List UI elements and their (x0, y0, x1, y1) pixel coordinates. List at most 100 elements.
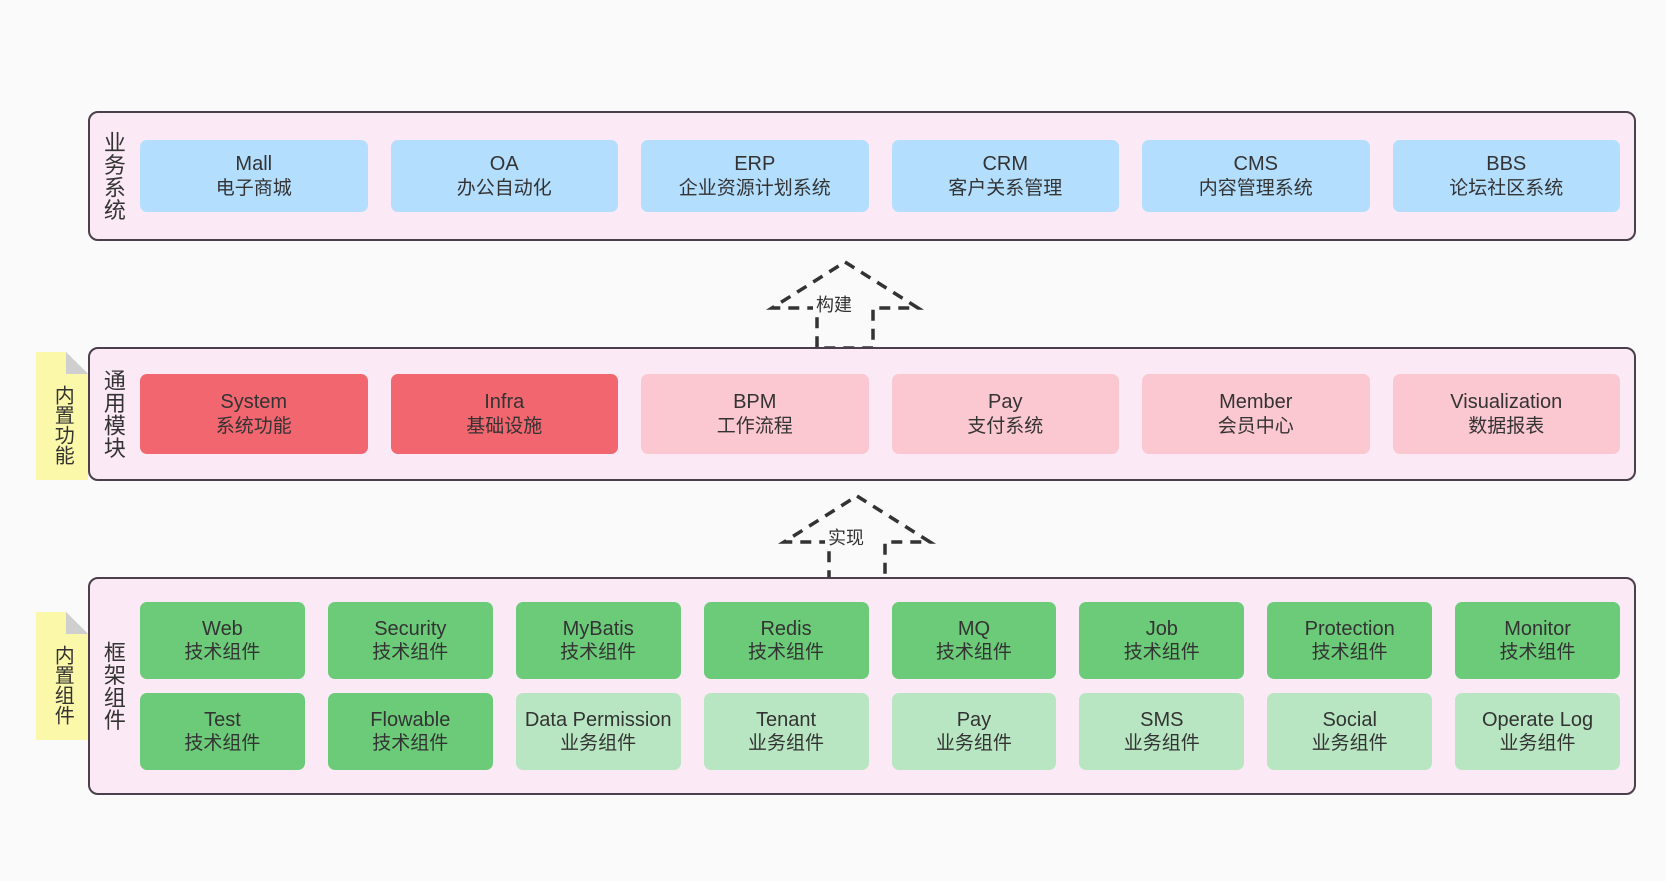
module-title: CRM (982, 153, 1029, 176)
module-subtitle: 工作流程 (716, 415, 793, 437)
module-subtitle: 电子商城 (215, 177, 292, 199)
module-subtitle: 业务组件 (1123, 733, 1200, 755)
module-title: BPM (733, 391, 777, 414)
module-subtitle: 技术组件 (184, 642, 261, 664)
module-title: Operate Log (1481, 708, 1594, 731)
module-subtitle: 支付系统 (967, 415, 1044, 437)
module-title: Pay (956, 708, 992, 731)
module-subtitle: 技术组件 (935, 642, 1012, 664)
module-title: Job (1145, 617, 1178, 640)
module-subtitle: 技术组件 (560, 642, 637, 664)
module-subtitle: 论坛社区系统 (1449, 177, 1564, 199)
module-subtitle: 基础设施 (466, 415, 543, 437)
layer-common-module-label: 通用模块 (100, 369, 126, 459)
module-title: Flowable (370, 708, 451, 731)
module-subtitle: 业务组件 (935, 733, 1012, 755)
module-subtitle: 内容管理系统 (1198, 177, 1313, 199)
module-title: Pay (988, 391, 1023, 414)
module-title: Member (1219, 391, 1293, 414)
layer-business-system-label: 业务系统 (100, 131, 126, 221)
module-title: Data Permission (524, 708, 672, 731)
module-subtitle: 技术组件 (372, 733, 449, 755)
module-title: Infra (484, 391, 525, 414)
module-title: Web (202, 617, 243, 640)
module-subtitle: 企业资源计划系统 (678, 177, 831, 199)
module-title: Security (374, 617, 447, 640)
module-title: Social (1322, 708, 1377, 731)
module-title: SMS (1140, 708, 1184, 731)
module-title: Test (204, 708, 241, 731)
module-subtitle: 客户关系管理 (948, 177, 1063, 199)
module-title: MyBatis (562, 617, 634, 640)
module-subtitle: 业务组件 (560, 733, 637, 755)
module-subtitle: 业务组件 (748, 733, 825, 755)
module-title: Monitor (1504, 617, 1571, 640)
module-subtitle: 系统功能 (215, 415, 292, 437)
module-subtitle: 业务组件 (1311, 733, 1388, 755)
module-subtitle: 技术组件 (1499, 642, 1576, 664)
module-title: CMS (1233, 153, 1278, 176)
module-subtitle: 技术组件 (1311, 642, 1388, 664)
module-subtitle: 办公自动化 (456, 177, 552, 199)
module-title: Mall (235, 153, 273, 176)
arrow-implement-label: 实现 (825, 524, 867, 550)
module-title: Redis (760, 617, 812, 640)
sticky-note-builtin-components: 内置组件 (36, 612, 88, 740)
module-title: Protection (1304, 617, 1395, 640)
module-subtitle: 技术组件 (1123, 642, 1200, 664)
module-subtitle: 技术组件 (372, 642, 449, 664)
module-title: OA (489, 153, 519, 176)
module-subtitle: 会员中心 (1217, 415, 1294, 437)
module-title: ERP (734, 153, 776, 176)
module-title: Visualization (1450, 391, 1563, 414)
layer-framework-component-label: 框架组件 (100, 641, 126, 731)
module-subtitle: 数据报表 (1468, 415, 1545, 437)
module-title: BBS (1486, 153, 1527, 176)
arrow-build-label: 构建 (813, 291, 855, 317)
module-title: Tenant (756, 708, 817, 731)
sticky-note-builtin-features: 内置功能 (36, 352, 88, 480)
module-subtitle: 业务组件 (1499, 733, 1576, 755)
module-title: System (220, 391, 288, 414)
module-subtitle: 技术组件 (748, 642, 825, 664)
module-title: MQ (957, 617, 991, 640)
